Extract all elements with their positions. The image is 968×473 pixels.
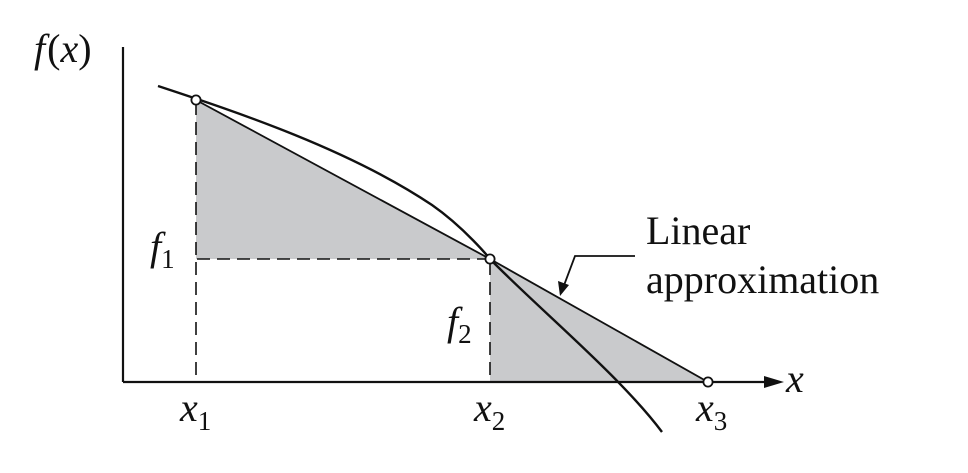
annotation-line-2: approximation <box>646 257 879 302</box>
point-3 <box>702 376 714 388</box>
annotation-line-1: Linear <box>646 208 750 253</box>
point-2 <box>484 253 496 265</box>
f2-label: f2 <box>447 299 472 349</box>
f1-label: f1 <box>150 224 175 274</box>
x1-label: x1 <box>179 385 211 436</box>
annotation-arrowhead <box>558 281 569 296</box>
x-axis-arrowhead <box>764 376 784 388</box>
annotation-leader-line <box>562 255 635 289</box>
secant-line-1 <box>195 99 491 260</box>
x-axis-label: x <box>785 356 804 401</box>
function-curve <box>157 84 663 433</box>
point-1 <box>190 94 202 106</box>
secant-line-2 <box>489 258 709 383</box>
y-axis-label: f(x) <box>34 26 92 71</box>
x2-label: x2 <box>473 385 505 436</box>
x3-label: x3 <box>695 385 727 436</box>
